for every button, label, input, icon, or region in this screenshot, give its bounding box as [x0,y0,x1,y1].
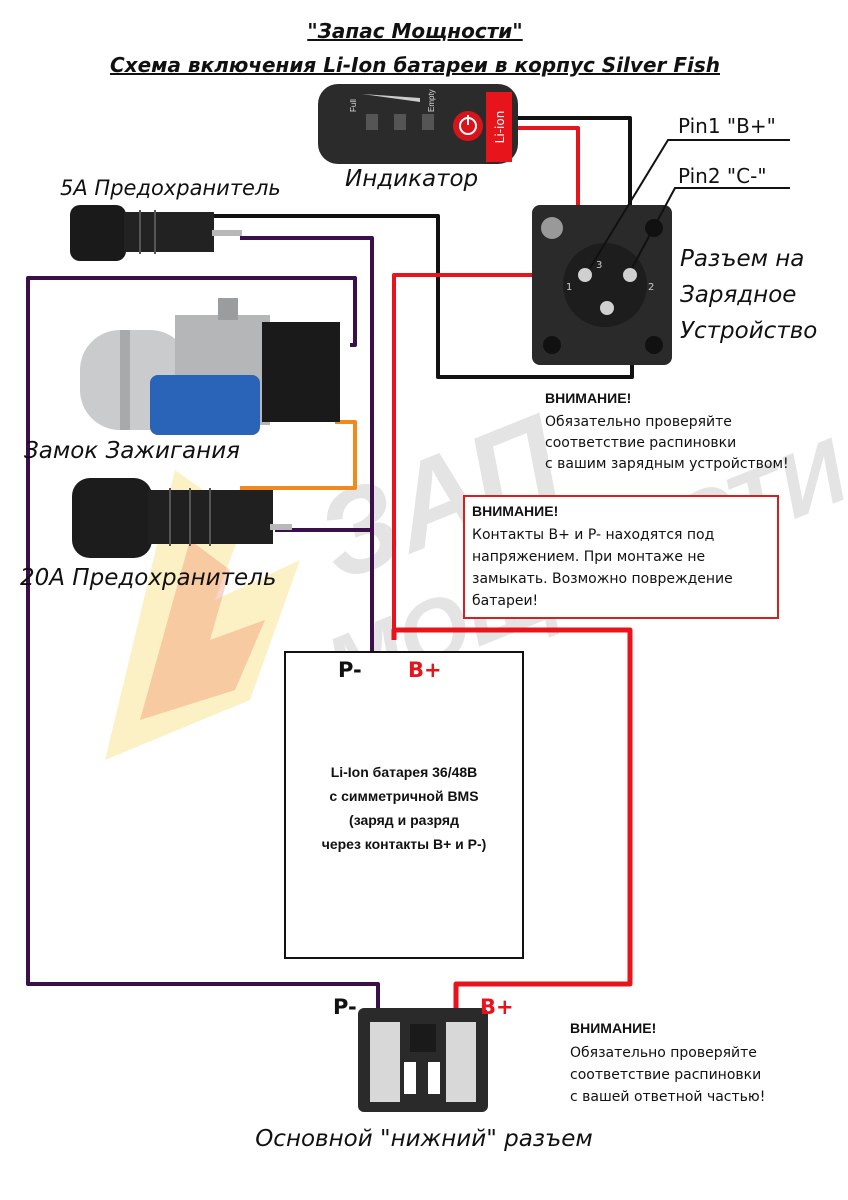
warning-contacts-line-4: батареи! [472,593,538,609]
warning-contacts-line-1: Контакты B+ и P- находятся под [472,527,714,543]
wire-purple-fuse5 [240,236,374,652]
indicator-label: Индикатор [345,166,478,192]
fuse-5a-label: 5А Предохранитель [60,176,281,200]
wires [26,116,634,1012]
fuse-20a-cap [72,478,152,558]
warning-bottom: ВНИМАНИЕ! Обязательно проверяйте соответ… [570,1020,765,1105]
warning-bottom-line-3: с вашей ответной частью! [570,1089,765,1105]
wire-orange [240,420,357,490]
indicator-empty-label: Empty [427,89,436,112]
charger-label-line-3: Устройство [680,318,817,344]
title-line-1: "Запас Мощности" [307,19,522,43]
warning-charger-line-3: с вашим зарядным устройством! [545,456,789,472]
battery-box [284,651,524,959]
warning-contacts-line-3: замыкать. Возможно повреждение [472,571,733,587]
bottom-connector-slot-2 [428,1062,440,1094]
warning-contacts-heading: ВНИМАНИЕ! [472,503,558,519]
wire-purple-loop [26,276,380,1012]
ignition-lock [80,298,340,435]
ignition-barrel-band [120,330,130,430]
indicator-full-label: Full [349,99,358,112]
battery-text-line-1: Li-Ion батарея 36/48В [331,764,478,780]
indicator-led-3 [422,114,434,130]
charger-connector: 1 2 3 [532,205,672,365]
warning-charger: ВНИМАНИЕ! Обязательно проверяйте соответ… [545,390,789,472]
bottom-connector-label: Основной "нижний" разъем [255,1126,593,1152]
bottom-connector-terminal-right [446,1022,476,1102]
warning-bottom-line-1: Обязательно проверяйте [570,1045,757,1061]
battery: P- B+ Li-Ion батарея 36/48В с симметричн… [284,651,524,959]
bottom-connector-notch [410,1024,436,1052]
bottom-b-plus: B+ [480,995,514,1019]
battery-p-minus: P- [338,658,362,682]
charger-pin-3 [600,301,614,315]
charger-pin-1-num: 1 [566,282,572,293]
fuse-5a-cap [70,205,126,261]
li-ion-badge [486,92,512,162]
indicator-led-1 [366,114,378,130]
fuse-20a-label: 20А Предохранитель [20,565,276,591]
fuse-20a [72,478,292,558]
warning-bottom-line-2: соответствие распиновки [570,1067,761,1083]
indicator-body [318,84,518,164]
bottom-connector [358,1008,488,1112]
indicator-panel: Full Empty Li-ion [318,84,518,164]
charger-pin-3-num: 3 [596,260,602,271]
pin1-callout-line [589,139,790,269]
battery-text-line-3: (заряд и разряд [349,812,459,828]
bottom-p-minus: P- [333,995,357,1019]
wire-red-charger [392,273,590,640]
ignition-screw [218,298,238,320]
charger-pin-2-num: 2 [648,282,654,293]
charger-pin-2 [623,268,637,282]
warning-charger-line-1: Обязательно проверяйте [545,414,732,430]
battery-b-plus: B+ [408,658,442,682]
pin2-label: Pin2 "C-" [678,164,767,188]
pin2-callout-line [631,187,790,269]
watermark-flame-inner [140,540,265,720]
indicator-led-2 [394,114,406,130]
title-line-2: Схема включения Li-Ion батареи в корпус … [110,53,720,77]
bottom-connector-terminal-left [370,1022,400,1102]
charger-socket-screw-bl [543,336,561,354]
charger-pin-1 [578,268,592,282]
warning-charger-heading: ВНИМАНИЕ! [545,390,631,406]
pin1-label: Pin1 "B+" [678,114,776,138]
fuse-5a-tab [212,230,242,236]
charger-socket-screw-tl [541,217,563,239]
wire-red-main [391,627,633,1012]
battery-text-line-4: через контакты B+ и P-) [322,836,487,852]
warning-contacts: ВНИМАНИЕ! Контакты B+ и P- находятся под… [463,495,779,619]
fuse-5a [70,205,242,261]
ignition-back [262,322,340,422]
battery-text-line-2: с симметричной BMS [329,788,478,804]
charger-socket-face [563,243,647,327]
power-button-icon [453,111,483,141]
warning-contacts-box [463,495,779,619]
bottom-connector-slot-1 [404,1062,416,1094]
fuse-20a-tab [270,524,292,530]
ignition-blue-switch [150,375,260,435]
indicator-level-wedge [362,94,420,102]
charger-label-line-1: Разъем на [680,246,804,272]
watermark-flame [105,470,300,760]
charger-socket-screw-br [645,336,663,354]
fuse-5a-body [124,212,214,252]
warning-contacts-line-2: напряжением. При монтаже не [472,549,705,565]
warning-bottom-heading: ВНИМАНИЕ! [570,1020,656,1036]
ignition-label: Замок Зажигания [24,438,240,464]
charger-label-line-2: Зарядное [680,282,796,308]
li-ion-badge-text: Li-ion [493,111,507,144]
warning-charger-line-2: соответствие распиновки [545,435,736,451]
